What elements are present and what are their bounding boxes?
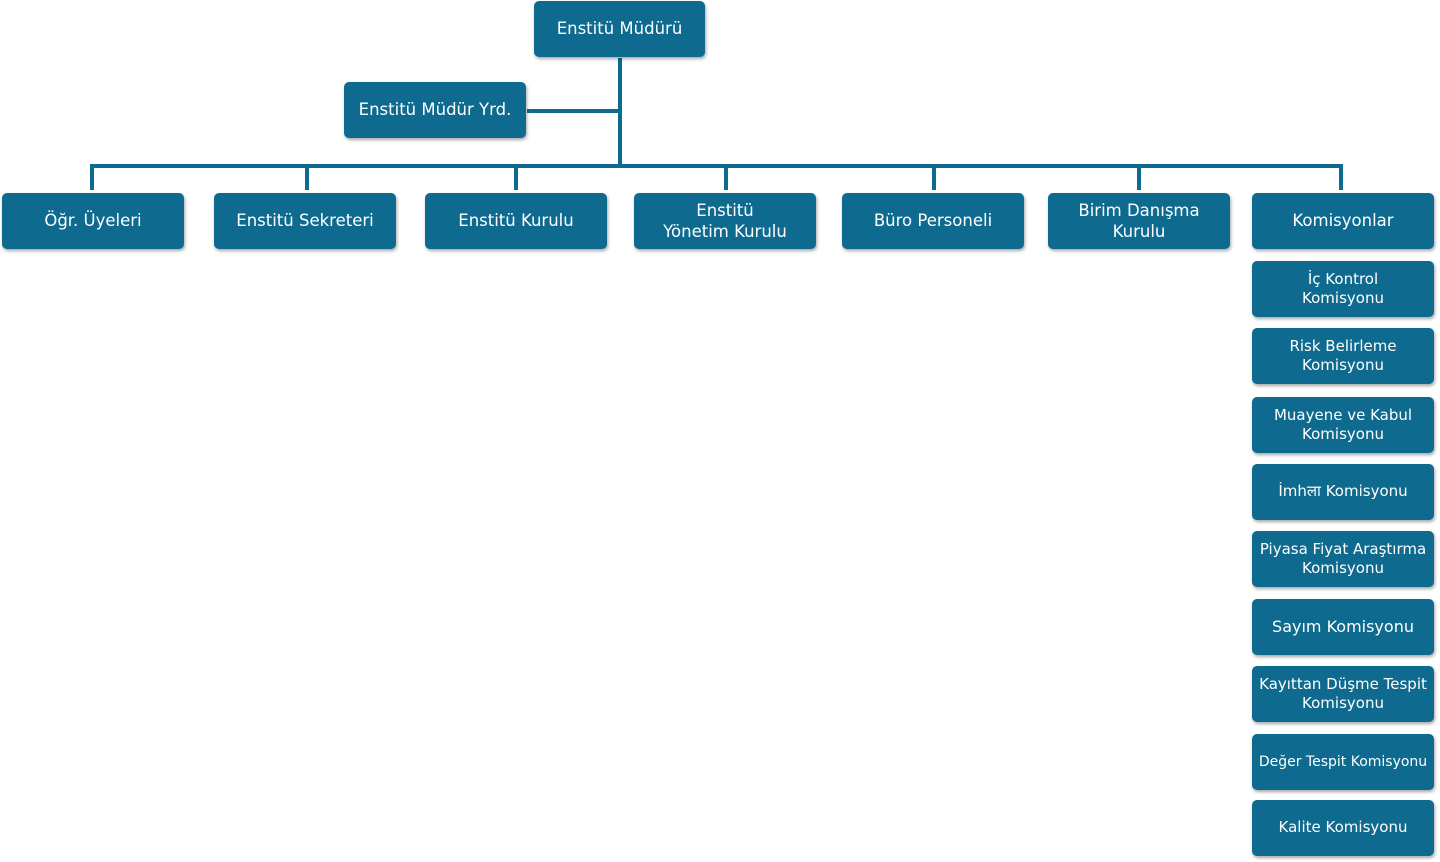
- commission-label: Risk Belirleme Komisyonu: [1289, 336, 1397, 375]
- commission-box-imha: İmhला Komisyonu: [1252, 464, 1434, 520]
- unit-box-komisyonlar: Komisyonlar: [1252, 193, 1434, 249]
- commission-box-kalite: Kalite Komisyonu: [1252, 800, 1434, 856]
- unit-label: Enstitü Kurulu: [458, 211, 574, 231]
- unit-box-enstitu-yonetim-kurulu: Enstitü Yönetim Kurulu: [634, 193, 816, 249]
- commission-box-ic-kontrol: İç Kontrol Komisyonu: [1252, 261, 1434, 317]
- commission-box-kayittan-dusme: Kayıttan Düşme Tespit Komisyonu: [1252, 666, 1434, 722]
- commission-label: Piyasa Fiyat Araştırma Komisyonu: [1259, 539, 1427, 578]
- commission-label: Kayıttan Düşme Tespit Komisyonu: [1259, 674, 1427, 713]
- unit-box-enstitu-sekreteri: Enstitü Sekreteri: [214, 193, 396, 249]
- director-box: Enstitü Müdürü: [534, 1, 705, 57]
- commission-label: Muayene ve Kabul Komisyonu: [1273, 405, 1413, 444]
- unit-box-ogretim-uyeleri: Öğr. Üyeleri: [2, 193, 184, 249]
- unit-label: Enstitü Yönetim Kurulu: [663, 200, 787, 241]
- commission-label: Kalite Komisyonu: [1278, 818, 1408, 837]
- commission-box-muayene-kabul: Muayene ve Kabul Komisyonu: [1252, 397, 1434, 453]
- unit-box-enstitu-kurulu: Enstitü Kurulu: [425, 193, 607, 249]
- unit-label: Büro Personeli: [873, 211, 993, 231]
- unit-label: Komisyonlar: [1292, 211, 1394, 231]
- commission-box-deger-tespit: Değer Tespit Komisyonu: [1252, 734, 1434, 790]
- commission-label: Değer Tespit Komisyonu: [1258, 753, 1428, 770]
- director-label: Enstitü Müdürü: [556, 19, 683, 39]
- commission-label: İmhला Komisyonu: [1278, 482, 1408, 501]
- unit-label: Birim Danışma Kurulu: [1078, 200, 1200, 241]
- unit-label: Enstitü Sekreteri: [236, 211, 374, 231]
- unit-box-buro-personeli: Büro Personeli: [842, 193, 1024, 249]
- deputy-label: Enstitü Müdür Yrd.: [358, 100, 512, 120]
- unit-label: Öğr. Üyeleri: [44, 211, 142, 231]
- commission-label: İç Kontrol Komisyonu: [1302, 269, 1384, 308]
- commission-box-piyasa-fiyat: Piyasa Fiyat Araştırma Komisyonu: [1252, 531, 1434, 587]
- commission-box-sayim: Sayım Komisyonu: [1252, 599, 1434, 655]
- unit-box-birim-danisma-kurulu: Birim Danışma Kurulu: [1048, 193, 1230, 249]
- commission-box-risk-belirleme: Risk Belirleme Komisyonu: [1252, 328, 1434, 384]
- deputy-box: Enstitü Müdür Yrd.: [344, 82, 526, 138]
- commission-label: Sayım Komisyonu: [1272, 616, 1414, 636]
